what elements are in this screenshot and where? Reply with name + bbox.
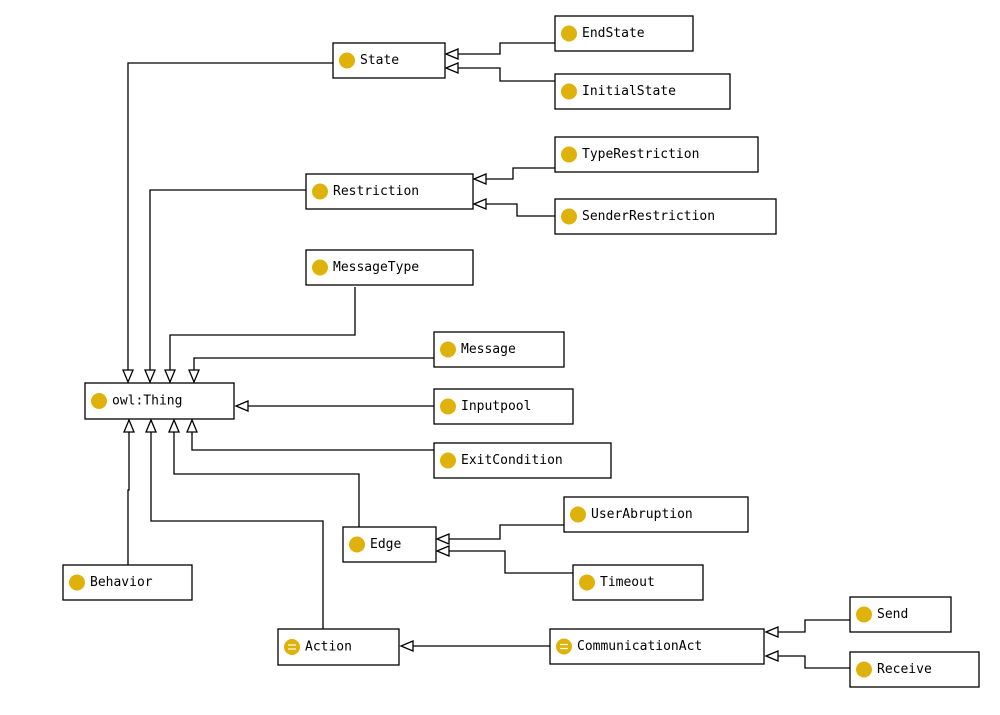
node-label: CommunicationAct (577, 639, 702, 654)
class-icon (349, 536, 365, 553)
edge-timeout-to-edge (449, 550, 573, 574)
defined-class-icon (556, 638, 572, 655)
node-label: State (360, 53, 399, 68)
node-label: Action (305, 640, 352, 655)
class-icon (312, 259, 328, 276)
class-icon (339, 52, 355, 69)
node-label: Timeout (600, 575, 655, 590)
edges (122, 42, 850, 669)
node-label: TypeRestriction (582, 147, 699, 162)
arrowhead (188, 369, 200, 384)
class-icon (570, 506, 586, 523)
class-icon (440, 341, 456, 358)
node-label: Restriction (333, 184, 419, 199)
class-icon (561, 83, 577, 100)
node-timeout[interactable]: Timeout (572, 564, 704, 601)
node-communication-act[interactable]: CommunicationAct (549, 628, 765, 665)
edge-message-to-owl-thing (193, 357, 434, 370)
edge-sender-restriction-to-restriction (486, 203, 555, 217)
class-icon (856, 661, 872, 678)
node-message-type[interactable]: MessageType (305, 249, 474, 286)
edge-receive-to-communication-act (778, 655, 850, 669)
node-label: MessageType (333, 260, 419, 275)
node-owl-thing[interactable]: owl:Thing (84, 382, 235, 420)
arrowhead (168, 418, 180, 433)
arrowhead (435, 533, 450, 545)
edge-initial-state-to-state (458, 67, 555, 82)
node-end-state[interactable]: EndState (554, 15, 694, 52)
arrowhead (764, 626, 779, 638)
node-inputpool[interactable]: Inputpool (433, 388, 574, 425)
edge-behavior-to-owl-thing (127, 432, 130, 565)
edge-user-abruption-to-edge (449, 524, 564, 540)
edge-action-to-owl-thing (150, 432, 324, 629)
edge-restriction-to-owl-thing (149, 189, 306, 370)
arrowhead (123, 418, 135, 433)
node-label: UserAbruption (591, 507, 693, 522)
edge-end-state-to-state (458, 42, 555, 55)
node-user-abruption[interactable]: UserAbruption (563, 496, 749, 533)
node-exit-condition[interactable]: ExitCondition (433, 442, 612, 479)
edge-state-to-owl-thing (127, 62, 333, 370)
arrowhead (164, 369, 176, 384)
arrowhead (145, 418, 157, 433)
node-label: InitialState (582, 84, 676, 99)
class-icon (561, 146, 577, 163)
arrowhead (234, 400, 249, 412)
node-label: EndState (582, 26, 645, 41)
defined-class-icon (284, 639, 300, 655)
edge-send-to-communication-act (778, 619, 850, 633)
node-label: Edge (370, 537, 401, 552)
arrowhead (472, 198, 487, 210)
arrowhead (122, 369, 134, 384)
node-label: Receive (877, 662, 932, 677)
node-receive[interactable]: Receive (849, 651, 980, 688)
arrowhead (144, 369, 156, 384)
node-initial-state[interactable]: InitialState (554, 73, 731, 110)
node-label: owl:Thing (112, 394, 182, 409)
arrowhead (186, 418, 198, 433)
node-restriction[interactable]: Restriction (305, 173, 474, 210)
node-label: Behavior (90, 575, 153, 590)
arrowhead (472, 173, 487, 185)
class-icon (69, 574, 85, 591)
node-action[interactable]: Action (277, 628, 400, 666)
node-state[interactable]: State (332, 42, 446, 79)
edge-message-type-to-owl-thing (169, 287, 356, 370)
arrowhead (444, 48, 459, 60)
nodes: State EndState InitialState Restriction … (62, 15, 980, 688)
class-icon (312, 183, 328, 200)
node-sender-restriction[interactable]: SenderRestriction (554, 198, 777, 235)
node-label: Send (877, 607, 908, 622)
node-behavior[interactable]: Behavior (62, 564, 193, 601)
node-type-restriction[interactable]: TypeRestriction (554, 136, 759, 173)
node-label: Inputpool (461, 399, 531, 414)
edge-edge-to-owl-thing (173, 432, 360, 527)
class-icon (561, 25, 577, 42)
arrowhead (435, 545, 450, 557)
class-icon (561, 208, 577, 225)
edge-type-restriction-to-restriction (486, 167, 555, 180)
class-icon (579, 574, 595, 591)
class-icon (440, 398, 456, 415)
node-label: Message (461, 342, 516, 357)
node-label: ExitCondition (461, 453, 563, 468)
node-send[interactable]: Send (849, 596, 952, 633)
node-label: SenderRestriction (582, 209, 715, 224)
node-message[interactable]: Message (433, 331, 565, 368)
class-icon (440, 452, 456, 469)
edge-exit-condition-to-owl-thing (191, 432, 434, 451)
node-edge[interactable]: Edge (342, 526, 437, 563)
arrowhead (444, 62, 459, 74)
class-icon (91, 393, 107, 409)
arrowhead (399, 640, 414, 652)
arrowhead (764, 650, 779, 662)
class-icon (856, 606, 872, 623)
